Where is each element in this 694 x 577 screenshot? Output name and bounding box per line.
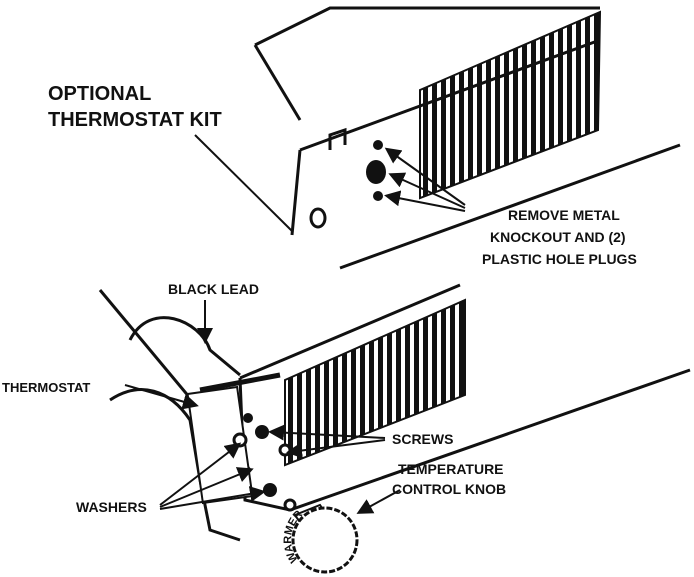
heater-panel-bottom bbox=[98, 283, 691, 542]
remove-line2: KNOCKOUT AND (2) bbox=[490, 229, 626, 245]
remove-line3: PLASTIC HOLE PLUGS bbox=[482, 251, 637, 267]
knob-label-line1: TEMPERATURE bbox=[398, 461, 504, 477]
washers-label: WASHERS bbox=[76, 499, 147, 515]
washers-leader-3 bbox=[159, 486, 266, 510]
black-lead-label: BLACK LEAD bbox=[168, 281, 259, 297]
temperature-control-knob: WARMER bbox=[282, 503, 359, 574]
knockout-holes bbox=[366, 140, 386, 201]
screws-label: SCREWS bbox=[392, 431, 453, 447]
knob-label-line2: CONTROL KNOB bbox=[392, 481, 506, 497]
thermostat-label: THERMOSTAT bbox=[2, 380, 90, 395]
remove-line1: REMOVE METAL bbox=[508, 207, 620, 223]
thermostat-leader bbox=[124, 384, 199, 410]
screws-leader-2 bbox=[286, 439, 386, 459]
washers-leader-1 bbox=[159, 442, 242, 506]
kit-title-line2: THERMOSTAT KIT bbox=[48, 109, 222, 131]
remove-arrows bbox=[384, 147, 466, 212]
kit-leader bbox=[194, 134, 294, 233]
knob-leader bbox=[356, 489, 401, 514]
leader-arrows bbox=[124, 300, 401, 514]
kit-title-line1: OPTIONAL bbox=[48, 83, 151, 105]
heater-panel-top bbox=[253, 6, 681, 270]
screws-leader-1 bbox=[268, 424, 386, 441]
washers-leader-2 bbox=[159, 467, 254, 508]
